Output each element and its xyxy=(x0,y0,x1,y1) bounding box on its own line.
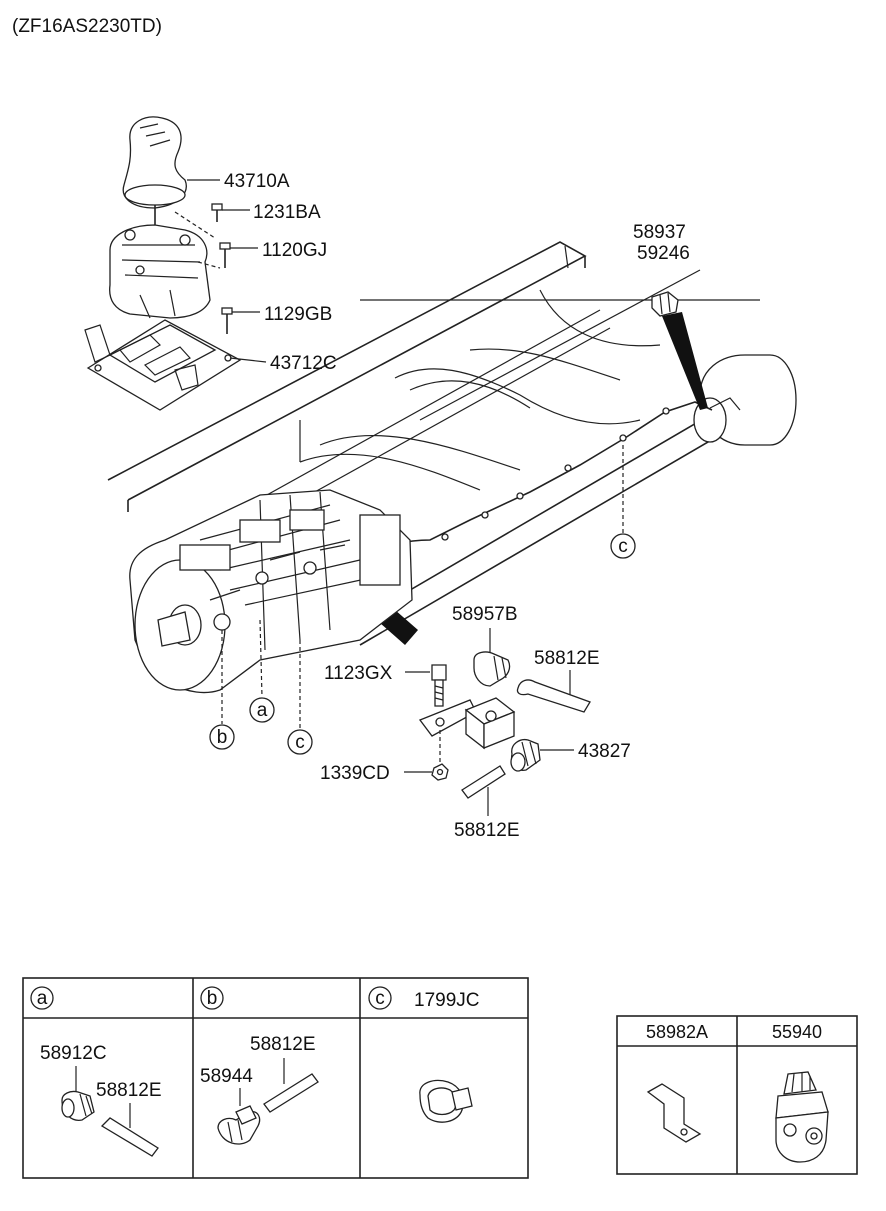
leader-housing-2 xyxy=(197,261,221,269)
clip-1799jc xyxy=(419,1079,473,1123)
model-code: (ZF16AS2230TD) xyxy=(12,16,162,37)
screw-1231ba xyxy=(211,203,223,222)
nut-1339cd xyxy=(431,763,449,781)
hose-58812e-bottom xyxy=(461,765,506,799)
screw-1120gj xyxy=(219,242,231,268)
air-tank xyxy=(693,354,797,446)
label-58812e-b: 58812E xyxy=(250,1034,316,1055)
svg-text:b: b xyxy=(217,727,228,748)
label-58937: 58937 xyxy=(633,222,686,243)
label-59246: 59246 xyxy=(637,243,690,264)
callout-b: b xyxy=(209,724,235,750)
svg-text:b: b xyxy=(207,988,218,1009)
shift-housing xyxy=(109,224,211,319)
table-header-b: b xyxy=(200,986,224,1010)
label-1231ba: 1231BA xyxy=(253,202,321,223)
bracket-58982a xyxy=(646,1083,702,1143)
fitting-58944 xyxy=(217,1105,261,1145)
fitting-58912c xyxy=(61,1090,95,1121)
leader-housing-1 xyxy=(174,211,216,239)
table-right xyxy=(616,1015,858,1175)
shift-knob xyxy=(122,116,187,209)
label-1339cd: 1339CD xyxy=(320,763,390,784)
leader-a xyxy=(259,619,263,698)
table-right-header-1: 58982A xyxy=(646,1022,708,1042)
transmission xyxy=(129,489,413,694)
label-58812e-bottom: 58812E xyxy=(454,820,520,841)
bracket-block xyxy=(418,697,516,750)
callout-c-right: c xyxy=(610,533,636,559)
table-header-c-part: 1799JC xyxy=(414,990,480,1011)
leader-43712c xyxy=(229,357,267,363)
callout-a: a xyxy=(249,697,275,723)
fitting-58937 xyxy=(651,291,679,317)
vehicle-frame xyxy=(107,241,781,646)
table-header-c: c xyxy=(368,986,392,1010)
connector-43827 xyxy=(510,738,541,772)
label-58812e-a: 58812E xyxy=(96,1080,162,1101)
mount-bracket xyxy=(84,319,242,411)
label-58912c: 58912C xyxy=(40,1043,107,1064)
label-1123gx: 1123GX xyxy=(324,663,393,684)
svg-text:c: c xyxy=(295,732,305,753)
table-right-header-2: 55940 xyxy=(772,1022,822,1042)
valve-55940 xyxy=(775,1071,829,1163)
table-abc xyxy=(22,977,529,1179)
label-43710a: 43710A xyxy=(224,171,290,192)
leader-wedge-top xyxy=(662,312,708,410)
label-1129gb: 1129GB xyxy=(264,304,332,325)
elbow-58957b xyxy=(473,651,511,687)
svg-text:c: c xyxy=(618,536,628,557)
svg-text:a: a xyxy=(37,988,48,1009)
label-43827: 43827 xyxy=(578,741,631,762)
screw-1129gb xyxy=(221,307,233,334)
table-header-a: a xyxy=(30,986,54,1010)
hose-58812e-right xyxy=(516,679,591,713)
bolt-1123gx xyxy=(431,664,447,707)
label-58812e-right: 58812E xyxy=(534,648,600,669)
hose-58812e-a xyxy=(100,1117,159,1157)
hose-58812e-b xyxy=(263,1073,319,1113)
label-58944: 58944 xyxy=(200,1066,253,1087)
label-58957b: 58957B xyxy=(452,604,518,625)
label-1120gj: 1120GJ xyxy=(262,240,327,261)
callout-c-left: c xyxy=(287,729,313,755)
svg-text:c: c xyxy=(375,988,385,1009)
svg-text:a: a xyxy=(257,700,268,721)
line-clips xyxy=(441,407,670,541)
label-43712c: 43712C xyxy=(270,353,337,374)
